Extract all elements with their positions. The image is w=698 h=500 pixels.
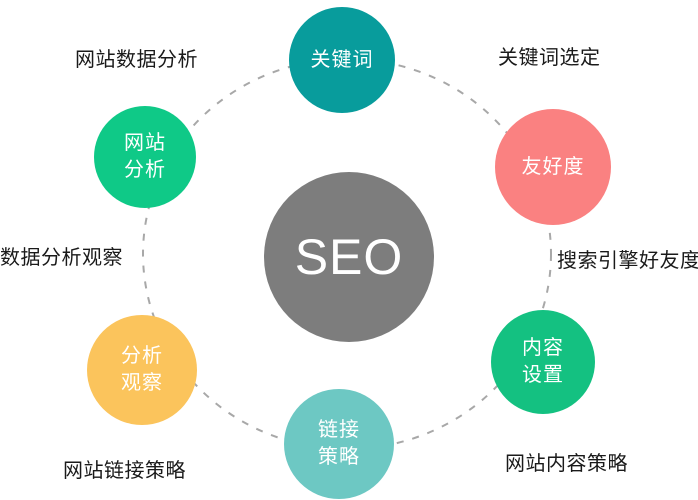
node-keywords: 关键词 [289, 7, 395, 113]
node-content-settings-label-line1: 内容 [522, 337, 564, 359]
center-node-label: SEO [294, 229, 404, 285]
node-site-analysis: 网站 分析 [94, 106, 196, 208]
node-friendliness: 友好度 [495, 109, 611, 225]
node-link-strategy: 链接 策略 [284, 389, 394, 499]
node-analysis-observation-label-line2: 观察 [121, 372, 163, 394]
node-analysis-observation: 分析 观察 [87, 315, 197, 425]
node-content-settings: 内容 设置 [491, 310, 595, 414]
label-website-content-strategy: 网站内容策略 [505, 453, 628, 475]
node-site-analysis-label-line1: 网站 [124, 132, 166, 154]
label-keyword-selection: 关键词选定 [498, 47, 601, 69]
node-keywords-label: 关键词 [310, 48, 374, 71]
node-content-settings-label-line2: 设置 [522, 364, 564, 386]
label-data-analysis-observation: 数据分析观察 [0, 247, 123, 269]
label-search-engine-friendliness: 搜索引擎好友度 [557, 250, 698, 272]
node-link-strategy-label-line2: 策略 [318, 446, 360, 468]
label-website-data-analysis: 网站数据分析 [75, 49, 198, 71]
node-link-strategy-label-line1: 链接 [318, 419, 360, 441]
node-friendliness-label: 友好度 [521, 155, 585, 178]
center-node-seo: SEO [264, 172, 434, 342]
node-site-analysis-label-line2: 分析 [124, 159, 166, 181]
label-website-link-strategy: 网站链接策略 [63, 460, 186, 482]
node-analysis-observation-label-line1: 分析 [121, 345, 163, 367]
